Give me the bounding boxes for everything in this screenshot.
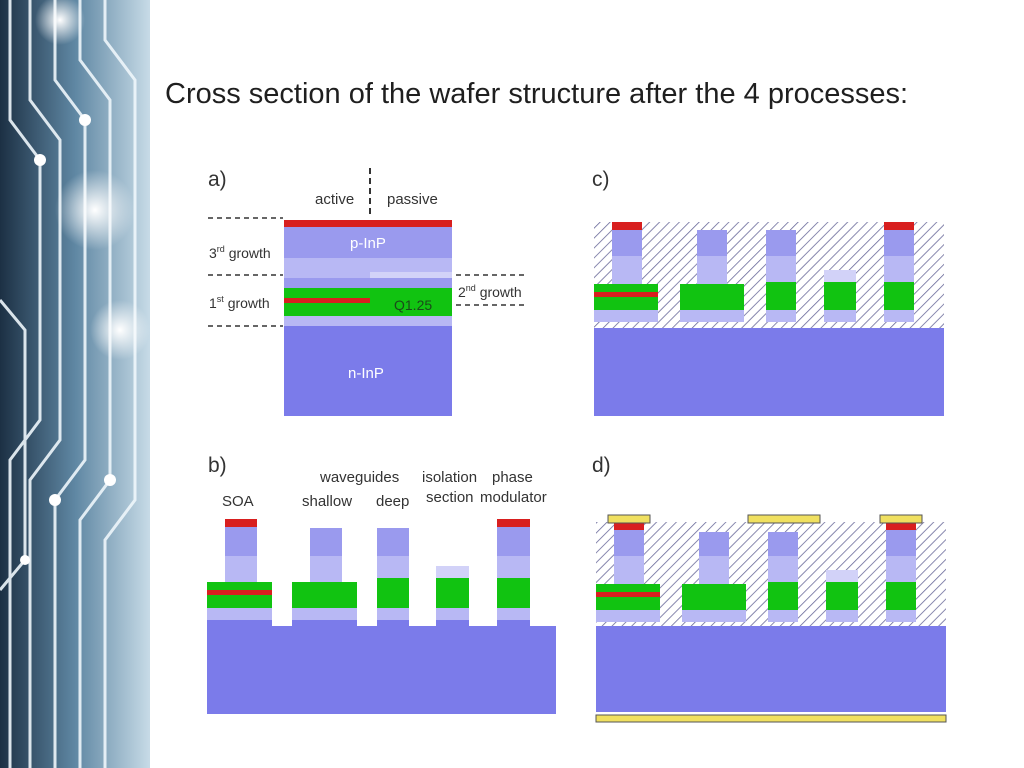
second-growth-label: 2nd growth [458,283,522,300]
panel-c-lower-cladding [594,310,914,322]
panel-d-ridges [614,522,916,584]
passive-regrowth-layer [370,272,452,282]
panel-c-ridges [612,222,914,284]
q125-label: Q1.25 [394,297,432,313]
panel-d-lower-cladding [596,610,916,622]
third-growth-label: 3rd growth [209,244,271,261]
panel-d-active-layer [596,592,660,597]
circuit-board-decoration [0,0,150,768]
metal-contacts [595,514,947,723]
panel-c-active-layer [594,292,658,297]
deep-waveguide-ridge [377,528,409,578]
soa-ridge [225,519,257,582]
panel-c-substrate [594,328,944,416]
shallow-waveguide-ridge [310,528,342,582]
p-inp-layer [284,226,452,258]
modulator-label: modulator [480,489,547,506]
panel-b-lower-cladding [207,608,530,620]
p-contact-layer [284,220,452,227]
slide-title: Cross section of the wafer structure aft… [165,78,909,110]
spacer-layer-upper [284,278,452,288]
waveguides-label: waveguides [319,469,399,486]
active-layer [284,298,370,303]
spacer-layer-lower [284,316,452,326]
first-growth-label: 1st growth [209,294,270,311]
passive-label: passive [387,191,438,208]
panel-d-label: d) [592,454,611,477]
section-label: section [426,489,474,506]
panel-b-label: b) [208,454,227,477]
panel-b-guide-layers [207,578,530,608]
panel-a-label: a) [208,168,227,191]
panel-d: d) [592,454,947,723]
panel-b: b) SOA waveguides shallow deep isolation… [207,454,556,714]
p-inp-label: p-InP [350,235,386,252]
panel-d-substrate [596,626,946,712]
n-inp-substrate [284,326,452,416]
panel-c-label: c) [592,168,610,191]
soa-active-layer [207,590,272,595]
deep-label: deep [376,493,409,510]
isolation-section-ridge [436,566,469,578]
panel-b-substrate [207,620,556,714]
phase-modulator-ridge [497,519,530,578]
phase-label: phase [492,469,533,486]
shallow-label: shallow [302,493,352,510]
panel-c: c) [592,168,944,416]
isolation-label: isolation [422,469,477,486]
panel-a: a) active passive 3rd growth 1st growth … [208,168,528,416]
n-inp-label: n-InP [348,365,384,382]
soa-label: SOA [222,493,254,510]
growth-boundary-lines [208,217,528,327]
active-label: active [315,191,354,208]
